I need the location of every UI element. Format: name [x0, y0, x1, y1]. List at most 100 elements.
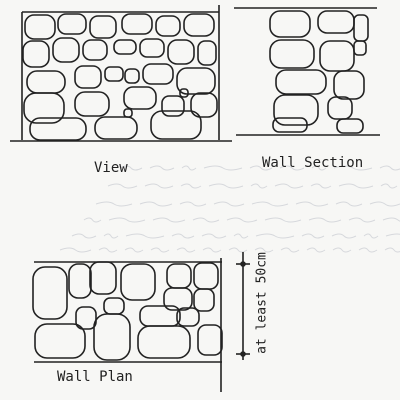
bleed-stroke — [264, 217, 302, 223]
bleed-stroke — [295, 201, 329, 207]
view-label: View — [94, 160, 128, 176]
section-stone — [353, 40, 367, 56]
section-stone — [269, 39, 315, 69]
view-stone — [52, 37, 80, 63]
view-stone — [123, 108, 133, 118]
view-stone — [24, 14, 56, 40]
bleed-stroke — [98, 247, 118, 253]
view-stone — [57, 13, 87, 35]
plan-stone — [137, 325, 191, 359]
bleed-stroke — [254, 247, 274, 253]
plan-stone — [163, 287, 193, 311]
wall-section-label: Wall Section — [262, 155, 364, 171]
bleed-stroke — [119, 165, 143, 171]
view-stone — [26, 70, 66, 94]
plan-stone — [103, 297, 125, 315]
bleed-stroke — [71, 233, 97, 239]
plan-stone — [89, 261, 117, 295]
bleed-stroke — [107, 183, 138, 189]
plan-stone — [176, 307, 200, 327]
section-stone — [333, 70, 365, 100]
bleed-stroke — [203, 165, 243, 171]
bleed-stroke — [144, 183, 174, 189]
view-stone — [74, 65, 102, 89]
bleed-stroke — [192, 217, 220, 223]
plan-stone — [34, 323, 86, 359]
bleed-stroke — [274, 183, 304, 189]
section-stone — [353, 14, 369, 42]
view-stone — [121, 13, 153, 35]
section-stone — [275, 69, 327, 95]
view-stone — [179, 88, 189, 98]
bleed-stroke — [103, 233, 119, 239]
view-stone — [113, 39, 137, 55]
section-stone — [327, 96, 353, 120]
bleed-stroke — [180, 183, 202, 189]
view-stone — [183, 13, 215, 37]
dimension-label: at least 50cm — [254, 252, 270, 354]
view-stone — [124, 68, 140, 84]
bleed-stroke — [379, 165, 400, 171]
bleed-stroke — [310, 183, 332, 189]
view-stone — [104, 66, 124, 82]
bleed-stroke — [358, 247, 378, 253]
view-stone — [139, 38, 165, 58]
plan-stone — [139, 305, 181, 327]
wall-plan-label: Wall Plan — [57, 369, 133, 385]
bleed-stroke — [176, 247, 196, 253]
dimension-dot-top — [240, 261, 246, 267]
section-stones — [269, 10, 369, 134]
plan-stone — [197, 324, 223, 356]
view-stone — [155, 15, 181, 37]
view-stone — [167, 39, 195, 65]
bleed-stroke — [108, 217, 146, 223]
bleed-stroke — [385, 233, 400, 237]
view-stone — [176, 67, 216, 95]
bleed-stroke — [181, 165, 197, 171]
plan-stone — [193, 262, 219, 290]
view-stone — [82, 39, 108, 61]
view-stone — [23, 92, 65, 124]
bleed-stroke — [171, 233, 195, 239]
bleed-stroke — [125, 233, 165, 239]
bleed-stroke — [306, 247, 326, 253]
plan-stones — [32, 261, 223, 361]
bleed-stroke — [338, 183, 374, 189]
plan-stone — [166, 263, 192, 289]
view-stone — [190, 92, 218, 118]
bleed-stroke — [179, 201, 207, 207]
bleed-stroke — [139, 201, 173, 207]
bleed-stroke — [150, 247, 170, 253]
bleed-stroke — [201, 233, 227, 239]
bleed-stroke — [331, 233, 357, 239]
bleed-stroke — [208, 183, 244, 189]
bleed-stroke — [152, 217, 186, 223]
bleed-stroke — [280, 247, 300, 253]
bleed-stroke — [95, 201, 133, 207]
plan-stone — [193, 288, 215, 312]
bleed-stroke — [213, 201, 245, 207]
plan-stone — [75, 306, 97, 330]
section-stone — [319, 40, 355, 72]
bleed-stroke — [59, 247, 92, 253]
bleed-stroke — [226, 217, 258, 223]
view-stone — [74, 91, 110, 117]
section-stone — [272, 117, 308, 133]
bleed-stroke — [149, 165, 175, 171]
view-stone — [142, 63, 174, 85]
bleed-stroke — [348, 217, 376, 223]
bleed-stroke — [301, 233, 325, 239]
bleed-stroke — [228, 247, 248, 253]
bleed-stroke — [83, 217, 102, 223]
view-stone — [89, 15, 117, 39]
bleed-stroke — [382, 217, 400, 222]
section-stone — [317, 10, 355, 34]
plan-stone — [93, 313, 131, 361]
bleed-stroke — [124, 247, 144, 253]
bleed-stroke — [363, 233, 379, 239]
bleed-stroke — [335, 201, 363, 207]
dimension-dot-bottom — [240, 351, 246, 357]
bleed-through-text — [59, 165, 400, 253]
section-stone — [273, 94, 319, 126]
